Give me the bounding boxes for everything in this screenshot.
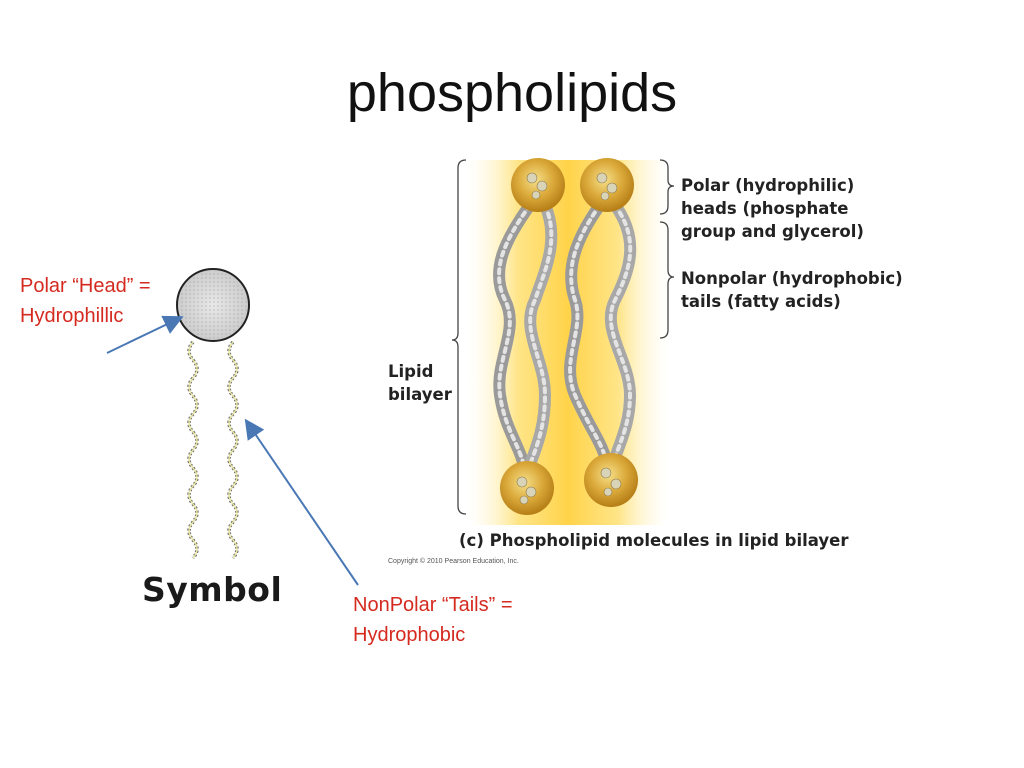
symbol-tail-right-highlight bbox=[228, 341, 238, 559]
figure-caption-text: Phospholipid molecules in lipid bilayer bbox=[489, 531, 849, 550]
tails-bracket bbox=[659, 221, 675, 339]
lipid-bilayer-label-line2: bilayer bbox=[388, 385, 452, 404]
head-label: Polar “Head” = Hydrophillic bbox=[20, 271, 151, 331]
symbol-tail-left-highlight bbox=[188, 341, 198, 559]
polar-heads-label-line2: heads (phosphate bbox=[681, 199, 849, 218]
lipid-bilayer-label-line1: Lipid bbox=[388, 362, 434, 381]
figure-caption: (c) Phospholipid molecules in lipid bila… bbox=[459, 531, 848, 550]
tails-label-line2: Hydrophobic bbox=[353, 624, 466, 646]
figure-caption-letter: (c) bbox=[459, 531, 484, 550]
tails-pointer-arrow bbox=[244, 418, 359, 586]
page-title-text: phospholipids bbox=[346, 63, 678, 123]
symbol-head-texture bbox=[179, 271, 247, 339]
copyright-notice: Copyright © 2010 Pearson Education, Inc. bbox=[388, 558, 519, 565]
page-title: phospholipids bbox=[0, 62, 1024, 124]
head-label-line1: Polar “Head” = bbox=[20, 275, 151, 297]
tails-label: NonPolar “Tails” = Hydrophobic bbox=[353, 590, 513, 650]
phospholipid-symbol bbox=[176, 268, 250, 560]
nonpolar-tails-label-line1: Nonpolar (hydrophobic) bbox=[681, 269, 903, 288]
polar-heads-label: Polar (hydrophilic) heads (phosphate gro… bbox=[681, 174, 864, 243]
head-bottom-left bbox=[500, 461, 554, 515]
lipid-bilayer-label: Lipid bilayer bbox=[388, 360, 452, 406]
head-top-right bbox=[580, 158, 634, 212]
nonpolar-tails-label-line2: tails (fatty acids) bbox=[681, 292, 841, 311]
fatty-acid-tails bbox=[493, 199, 637, 476]
polar-heads-label-line3: group and glycerol) bbox=[681, 222, 864, 241]
symbol-caption: Symbol bbox=[142, 570, 283, 609]
head-pointer-arrow bbox=[106, 315, 184, 354]
polar-heads-label-line1: Polar (hydrophilic) bbox=[681, 176, 855, 195]
polar-heads bbox=[500, 158, 638, 515]
nonpolar-tails-label: Nonpolar (hydrophobic) tails (fatty acid… bbox=[681, 267, 903, 313]
bilayer-bracket bbox=[451, 159, 467, 515]
head-label-line2: Hydrophillic bbox=[20, 305, 124, 327]
heads-bracket bbox=[659, 159, 675, 215]
head-bottom-right bbox=[584, 453, 638, 507]
tails-label-line1: NonPolar “Tails” = bbox=[353, 594, 513, 616]
lipid-bilayer-figure bbox=[451, 158, 675, 525]
